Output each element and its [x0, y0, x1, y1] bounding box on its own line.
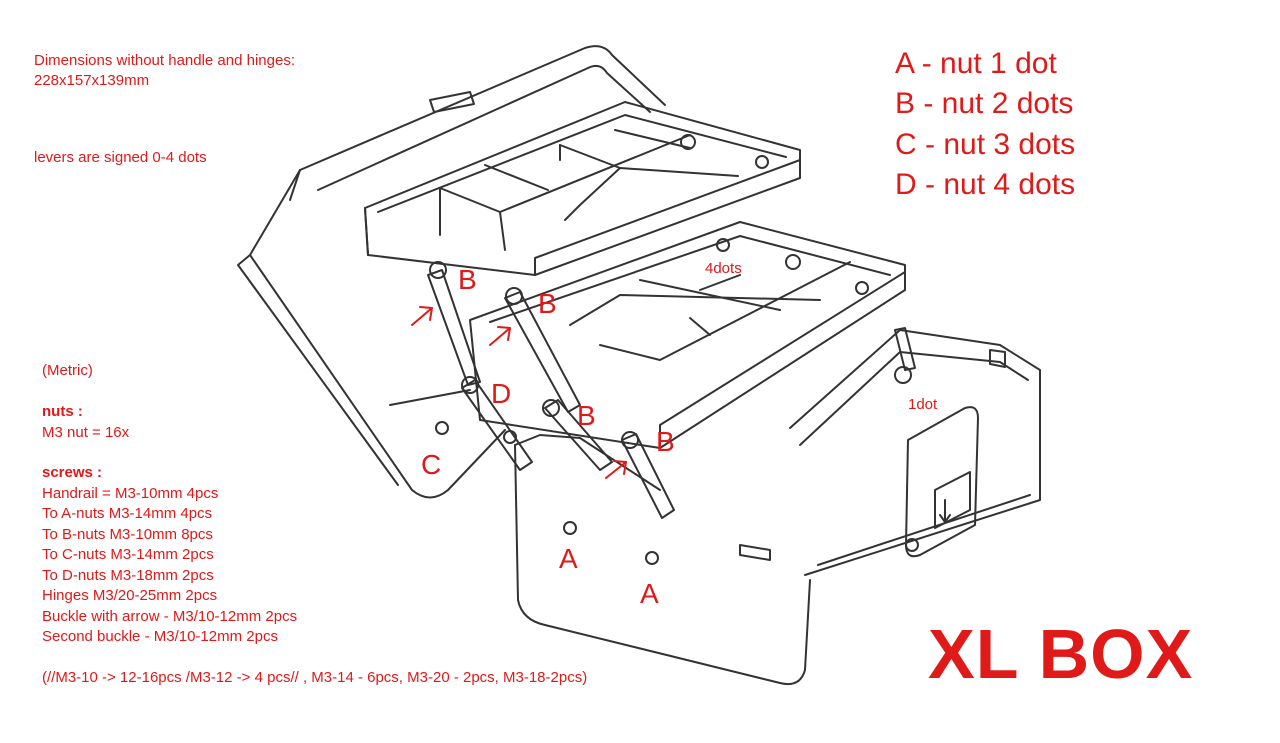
screws-summary: (//M3-10 -> 12-16pcs /M3-12 -> 4 pcs// ,… — [42, 669, 588, 686]
label-a-left: A — [559, 543, 578, 574]
legend-c: C - nut 3 dots — [895, 128, 1076, 161]
middle-tray — [469, 221, 906, 449]
screws-heading: screws : — [42, 464, 103, 481]
screw-item: Hinges M3/20-25mm 2pcs — [42, 587, 218, 604]
lid — [237, 45, 666, 499]
page-title: XL BOX — [928, 615, 1194, 693]
label-b-top-right: B — [538, 288, 557, 319]
screw-item: Second buckle - M3/10-12mm 2pcs — [42, 628, 278, 645]
dimensions-title: Dimensions without handle and hinges: — [34, 52, 295, 69]
buckle — [905, 406, 979, 558]
screw-item: To B-nuts M3-10mm 8pcs — [42, 526, 213, 543]
top-tray — [364, 101, 801, 276]
arrows — [411, 306, 627, 479]
screw-item: Buckle with arrow - M3/10-12mm 2pcs — [42, 608, 298, 625]
screw-item: To D-nuts M3-18mm 2pcs — [42, 567, 214, 584]
legend-b: B - nut 2 dots — [895, 87, 1074, 120]
levers-note: levers are signed 0-4 dots — [34, 149, 207, 166]
screw-item: To C-nuts M3-14mm 2pcs — [42, 546, 214, 563]
levers — [427, 134, 916, 519]
label-d: D — [491, 378, 512, 409]
label-c: C — [421, 449, 442, 480]
label-b-top-left: B — [458, 264, 477, 295]
dimensions-value: 228x157x139mm — [34, 72, 150, 89]
label-a-right: A — [640, 578, 659, 609]
legend-d: D - nut 4 dots — [895, 168, 1076, 201]
nuts-count: M3 nut = 16x — [42, 424, 130, 441]
bottom-box — [514, 329, 1041, 686]
screw-item: Handrail = M3-10mm 4pcs — [42, 485, 219, 502]
label-one-dot: 1dot — [908, 396, 938, 413]
label-b-middle-right: B — [656, 426, 675, 457]
metric-label: (Metric) — [42, 362, 93, 379]
label-four-dots: 4dots — [705, 260, 742, 277]
legend-a: A - nut 1 dot — [895, 47, 1057, 80]
label-b-middle-left: B — [577, 400, 596, 431]
screw-item: To A-nuts M3-14mm 4pcs — [42, 505, 213, 522]
nuts-heading: nuts : — [42, 403, 83, 420]
